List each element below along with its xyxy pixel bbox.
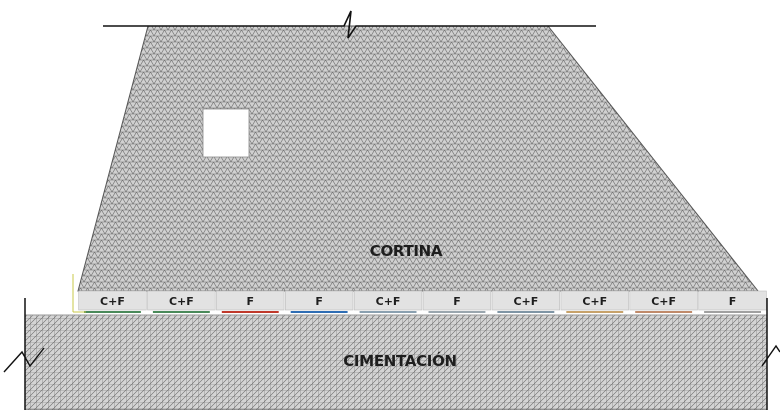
interface-segment-accent <box>428 311 486 313</box>
interface-segment-label: F <box>729 295 737 308</box>
interface-segment-accent <box>84 311 141 313</box>
left-break-mark <box>3 347 45 373</box>
crest-break-line <box>103 10 596 39</box>
interface-segment-accent <box>221 311 279 313</box>
interface-segment-box <box>491 290 560 311</box>
interface-segment-box <box>560 290 629 311</box>
interface-segment: F <box>216 290 285 313</box>
interface-segment-box <box>422 290 492 311</box>
interface-segment: F <box>698 290 767 313</box>
interface-segment-box <box>353 290 423 311</box>
interface-segment-label: C+F <box>376 295 401 308</box>
interface-segment: F <box>284 290 354 313</box>
interface-segment-accent <box>497 311 555 313</box>
foundation-body <box>3 298 780 410</box>
interface-segment-accent <box>566 311 624 313</box>
foundation-shape <box>24 314 768 410</box>
right-break-mark <box>761 344 780 367</box>
interface-segment: C+F <box>560 290 629 313</box>
interface-segment: C+F <box>629 290 698 313</box>
interface-segment-accent <box>635 311 693 313</box>
interface-segment-label: C+F <box>169 295 194 308</box>
interface-segment-accent <box>359 311 417 313</box>
interface-segments: C+F C+F F F C+F F C+F C+F C+F F <box>78 290 767 313</box>
interface-segment-box <box>147 290 216 311</box>
interface-segment: F <box>422 290 492 313</box>
crest-line <box>103 10 596 39</box>
dam-label: CORTINA <box>370 242 443 260</box>
interface-segment-box <box>216 290 285 311</box>
interface-segment: C+F <box>78 290 147 313</box>
interface-segment-label: C+F <box>513 295 538 308</box>
interface-segment: C+F <box>147 290 216 313</box>
interface-segment: C+F <box>353 290 423 313</box>
interface-segment-label: C+F <box>582 295 607 308</box>
interface-segment: C+F <box>491 290 560 313</box>
interface-segment-label: C+F <box>100 295 125 308</box>
interface-segment-accent <box>704 311 761 313</box>
interface-segment-label: C+F <box>651 295 676 308</box>
gallery-opening <box>202 108 250 158</box>
foundation-label: CIMENTACIÓN <box>343 351 457 370</box>
interface-segment-accent <box>290 311 348 313</box>
interface-segment-box <box>284 290 354 311</box>
interface-segment-label: F <box>453 295 461 308</box>
axis-marker <box>72 274 86 313</box>
interface-segment-label: F <box>246 295 254 308</box>
interface-segment-box <box>629 290 698 311</box>
interface-segment-accent <box>152 311 210 313</box>
interface-segment-label: F <box>315 295 323 308</box>
interface-segment-box <box>78 290 147 311</box>
